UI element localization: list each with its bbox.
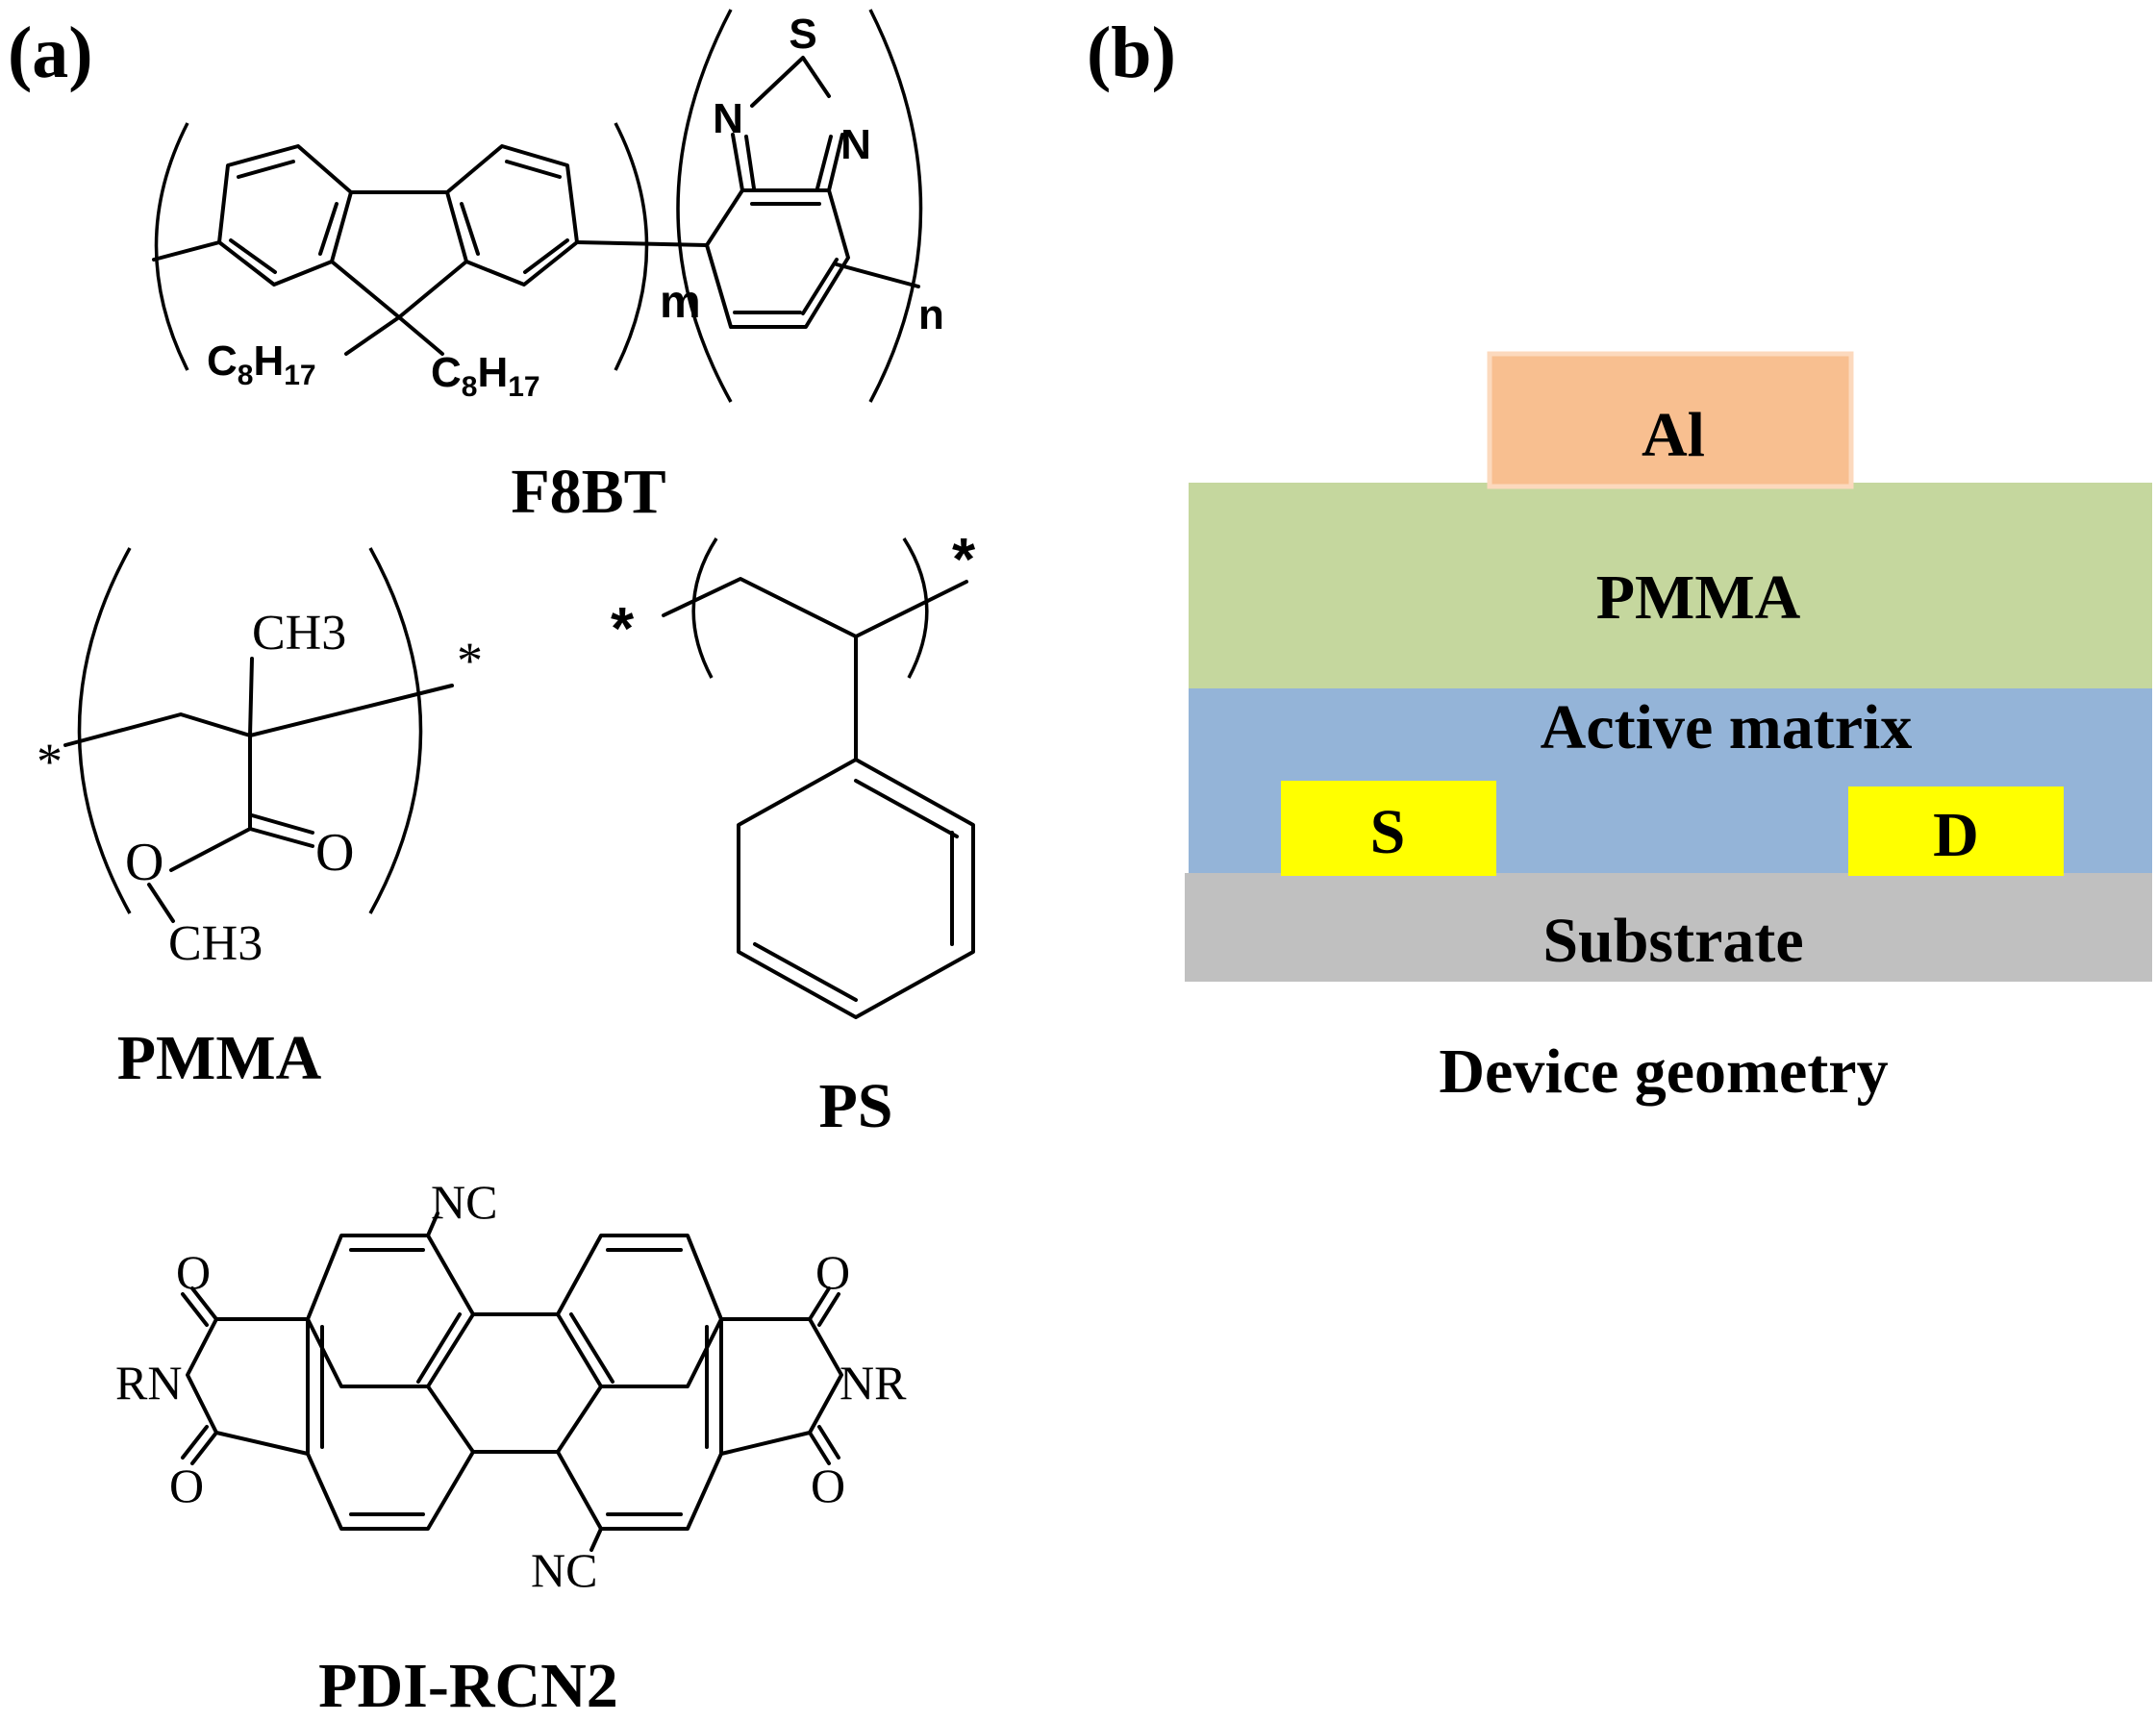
pmma-paren-left (77, 547, 132, 914)
source-electrode (1281, 781, 1496, 876)
btd-n-double (744, 135, 833, 190)
pmma-star-left: * (37, 733, 63, 790)
ps-name: PS (818, 1071, 892, 1141)
pmma-layer (1189, 483, 2152, 688)
drain-electrode (1848, 786, 2064, 876)
pdi-rn: RN (115, 1356, 182, 1410)
pdi-right-imide (719, 1286, 843, 1465)
ps-paren-right (902, 537, 929, 679)
btd-benzene-ring (705, 188, 850, 329)
pmma-layer-label: PMMA (1596, 562, 1801, 633)
pmma-star-right: * (457, 632, 483, 689)
al-label: Al (1642, 400, 1705, 470)
fluorene-right-ring-double (460, 160, 569, 274)
f8bt-paren-left-2 (676, 9, 733, 403)
pdi-nr: NR (840, 1356, 907, 1410)
f8bt-sc-left-h: H (253, 337, 284, 385)
f8bt-backbone-right (835, 262, 920, 288)
pdi-left-core-lower (306, 1317, 475, 1531)
pmma-methyl-top: CH3 (252, 606, 346, 661)
pdi-left-core (306, 1234, 475, 1388)
f8bt-sc-left-h-sub: 17 (284, 360, 315, 391)
f8bt-sc-left-c: C (207, 337, 238, 385)
pmma-name: PMMA (117, 1023, 322, 1093)
pdi-o-bottom-right: O (811, 1459, 845, 1512)
f8bt-sc-right-c: C (431, 349, 462, 396)
ps-paren-left (691, 537, 718, 679)
pdi-name: PDI-RCN2 (318, 1651, 618, 1721)
f8bt-paren-right-1 (614, 122, 649, 371)
pdi-rcn2-structure: NC NC RN NR O O O O PDI-RCN2 (115, 1175, 907, 1721)
ps-backbone (662, 577, 968, 638)
f8bt-backbone-left (152, 240, 221, 262)
pmma-methyl-bottom: CH3 (168, 916, 263, 971)
ps-phenyl-ring (737, 758, 975, 1019)
fluorene-left-ring-double (229, 160, 338, 274)
panel-b: (b) Al PMMA Active matrix S D Substrate … (1087, 12, 2152, 1107)
ps-star-right: * (952, 527, 976, 593)
f8bt-atom-s: S (789, 11, 816, 58)
pdi-nc-bottom: NC (531, 1543, 597, 1597)
panel-a-label: (a) (8, 12, 93, 93)
f8bt-name: F8BT (511, 457, 665, 527)
pdi-right-core (556, 1234, 723, 1388)
pdi-nc-top: NC (431, 1175, 497, 1229)
ps-phenyl-double (753, 779, 959, 1002)
pmma-structure: * * CH3 O O CH3 PMMA (37, 547, 483, 1093)
device-geometry-caption: Device geometry (1439, 1036, 1888, 1107)
pmma-o-methyl-bond (147, 883, 175, 923)
pdi-o-top-left: O (176, 1245, 211, 1299)
f8bt-paren-left-1 (154, 122, 189, 371)
f8bt-side-chain-left: C8H17 (207, 337, 316, 391)
ps-structure: * * PS (611, 527, 976, 1141)
pdi-cn-bonds (426, 1211, 603, 1552)
panel-a: (a) (8, 9, 976, 1721)
pmma-carbonyl-o: O (315, 823, 354, 883)
pdi-left-imide (181, 1286, 310, 1465)
f8bt-subscript-n: n (918, 291, 944, 338)
pmma-paren-right (368, 547, 423, 914)
f8bt-paren-right-2 (868, 9, 923, 403)
f8bt-side-chain-right: C8H17 (431, 349, 540, 403)
pmma-backbone (63, 684, 454, 747)
pmma-ester-bonds (169, 734, 314, 872)
al-gate (1487, 351, 1854, 489)
panel-b-label: (b) (1087, 12, 1176, 93)
pdi-bay-bonds (471, 1312, 560, 1454)
f8bt-sc-right-h-sub: 17 (508, 371, 539, 403)
f8bt-sc-left-c-sub: 8 (238, 360, 254, 391)
pdi-o-top-right: O (815, 1245, 850, 1299)
drain-label: D (1933, 800, 1979, 870)
ps-star-left: * (611, 596, 635, 662)
pmma-ester-o: O (125, 833, 163, 892)
f8bt-side-chain-bonds (344, 315, 444, 356)
f8bt-backbone-mid (575, 240, 709, 247)
f8bt-atom-n-left: N (713, 95, 743, 142)
pdi-right-doubles (569, 1248, 709, 1516)
f8bt-structure: S N N m n C8H17 C8H17 F8BT (152, 9, 944, 527)
f8bt-sc-right-c-sub: 8 (462, 371, 478, 403)
fluorene-bridge (330, 190, 468, 319)
active-matrix-label: Active matrix (1541, 692, 1913, 762)
f8bt-atom-n-right: N (840, 121, 871, 168)
substrate-label: Substrate (1542, 906, 1803, 976)
substrate-layer (1185, 873, 2152, 982)
pmma-methyl-bond (248, 657, 254, 737)
pdi-right-core-lower (556, 1317, 723, 1531)
pdi-left-doubles (320, 1248, 462, 1516)
source-label: S (1370, 797, 1406, 867)
pdi-o-bottom-left: O (169, 1459, 204, 1512)
btd-benzene-double (733, 202, 839, 315)
btd-thiadiazole-ring (731, 56, 844, 192)
f8bt-sc-right-h: H (477, 349, 508, 396)
f8bt-subscript-m: m (660, 277, 701, 328)
